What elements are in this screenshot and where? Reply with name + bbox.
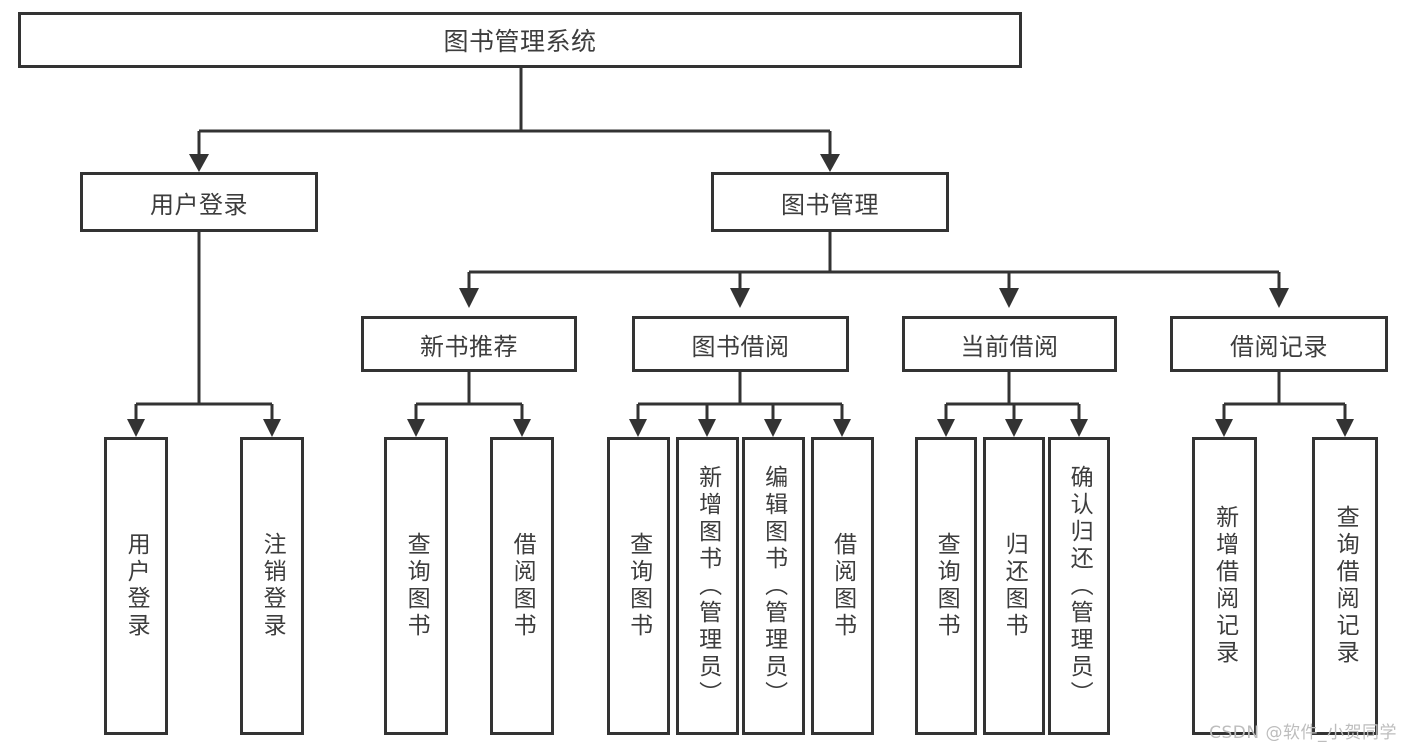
- node-label: 图书借阅: [691, 332, 790, 361]
- node-leaf-return-book[interactable]: 归还图书: [983, 437, 1045, 735]
- node-label: 用户登录: [123, 532, 150, 640]
- node-leaf-confirm-return-admin[interactable]: 确认归还（管理员）: [1048, 437, 1110, 735]
- arrow-head-current-borrow-leaf-3: [1070, 419, 1088, 437]
- arrow-head-user-login: [189, 154, 209, 172]
- node-leaf-borrow-book-new[interactable]: 借阅图书: [490, 437, 554, 735]
- node-label: 注销登录: [259, 532, 286, 640]
- node-current-borrow[interactable]: 当前借阅: [902, 316, 1117, 372]
- node-leaf-query-book-borrow[interactable]: 查询图书: [607, 437, 670, 735]
- node-label: 新书推荐: [420, 332, 518, 361]
- node-leaf-add-borrow-record[interactable]: 新增借阅记录: [1192, 437, 1257, 735]
- arrow-head-borrow-record-leaf-2: [1336, 419, 1354, 437]
- node-label: 查询图书: [403, 532, 430, 640]
- node-label: 编辑图书（管理员）: [760, 464, 787, 708]
- node-label: 图书管理系统: [443, 27, 597, 56]
- node-label: 借阅图书: [829, 532, 856, 640]
- node-label: 查询图书: [933, 532, 960, 640]
- node-user-login[interactable]: 用户登录: [80, 172, 318, 232]
- arrow-head-book-borrow-leaf-2: [698, 419, 716, 437]
- arrow-head-borrow-record: [1269, 288, 1289, 308]
- node-borrow-record[interactable]: 借阅记录: [1170, 316, 1388, 372]
- node-label: 新增图书（管理员）: [694, 464, 721, 708]
- arrow-head-current-borrow-leaf-1: [937, 419, 955, 437]
- node-leaf-query-book-new[interactable]: 查询图书: [384, 437, 448, 735]
- arrow-head-book-borrow: [730, 288, 750, 308]
- node-leaf-logout[interactable]: 注销登录: [240, 437, 304, 735]
- arrow-head-new-book: [459, 288, 479, 308]
- node-book-management[interactable]: 图书管理: [711, 172, 949, 232]
- node-label: 确认归还（管理员）: [1066, 464, 1093, 708]
- node-new-book-recommend[interactable]: 新书推荐: [361, 316, 577, 372]
- arrow-head-book-borrow-leaf-4: [833, 419, 851, 437]
- node-label: 查询借阅记录: [1332, 505, 1359, 667]
- node-leaf-user-login[interactable]: 用户登录: [104, 437, 168, 735]
- node-label: 用户登录: [150, 190, 248, 219]
- arrow-head-book-manage: [820, 154, 840, 172]
- arrow-head-user-login-leaf-2: [263, 419, 281, 437]
- node-label: 查询图书: [625, 532, 652, 640]
- node-leaf-add-book-admin[interactable]: 新增图书（管理员）: [676, 437, 739, 735]
- node-label: 借阅图书: [509, 532, 536, 640]
- arrow-head-borrow-record-leaf-1: [1215, 419, 1233, 437]
- node-leaf-edit-book-admin[interactable]: 编辑图书（管理员）: [742, 437, 805, 735]
- node-label: 图书管理: [781, 190, 879, 219]
- arrow-head-book-borrow-leaf-1: [629, 419, 647, 437]
- node-leaf-query-borrow-record[interactable]: 查询借阅记录: [1312, 437, 1378, 735]
- node-label: 当前借阅: [960, 332, 1059, 361]
- arrow-head-new-book-leaf-2: [513, 419, 531, 437]
- arrow-head-current-borrow-leaf-2: [1005, 419, 1023, 437]
- node-leaf-query-book-current[interactable]: 查询图书: [915, 437, 977, 735]
- arrow-head-book-borrow-leaf-3: [764, 419, 782, 437]
- node-leaf-borrow-book[interactable]: 借阅图书: [811, 437, 874, 735]
- arrow-head-new-book-leaf-1: [407, 419, 425, 437]
- node-label: 借阅记录: [1230, 332, 1328, 361]
- node-label: 归还图书: [1001, 532, 1028, 640]
- arrow-head-current-borrow: [999, 288, 1019, 308]
- node-book-borrow[interactable]: 图书借阅: [632, 316, 849, 372]
- arrow-head-user-login-leaf-1: [127, 419, 145, 437]
- node-root-book-management-system[interactable]: 图书管理系统: [18, 12, 1022, 68]
- node-label: 新增借阅记录: [1211, 505, 1238, 667]
